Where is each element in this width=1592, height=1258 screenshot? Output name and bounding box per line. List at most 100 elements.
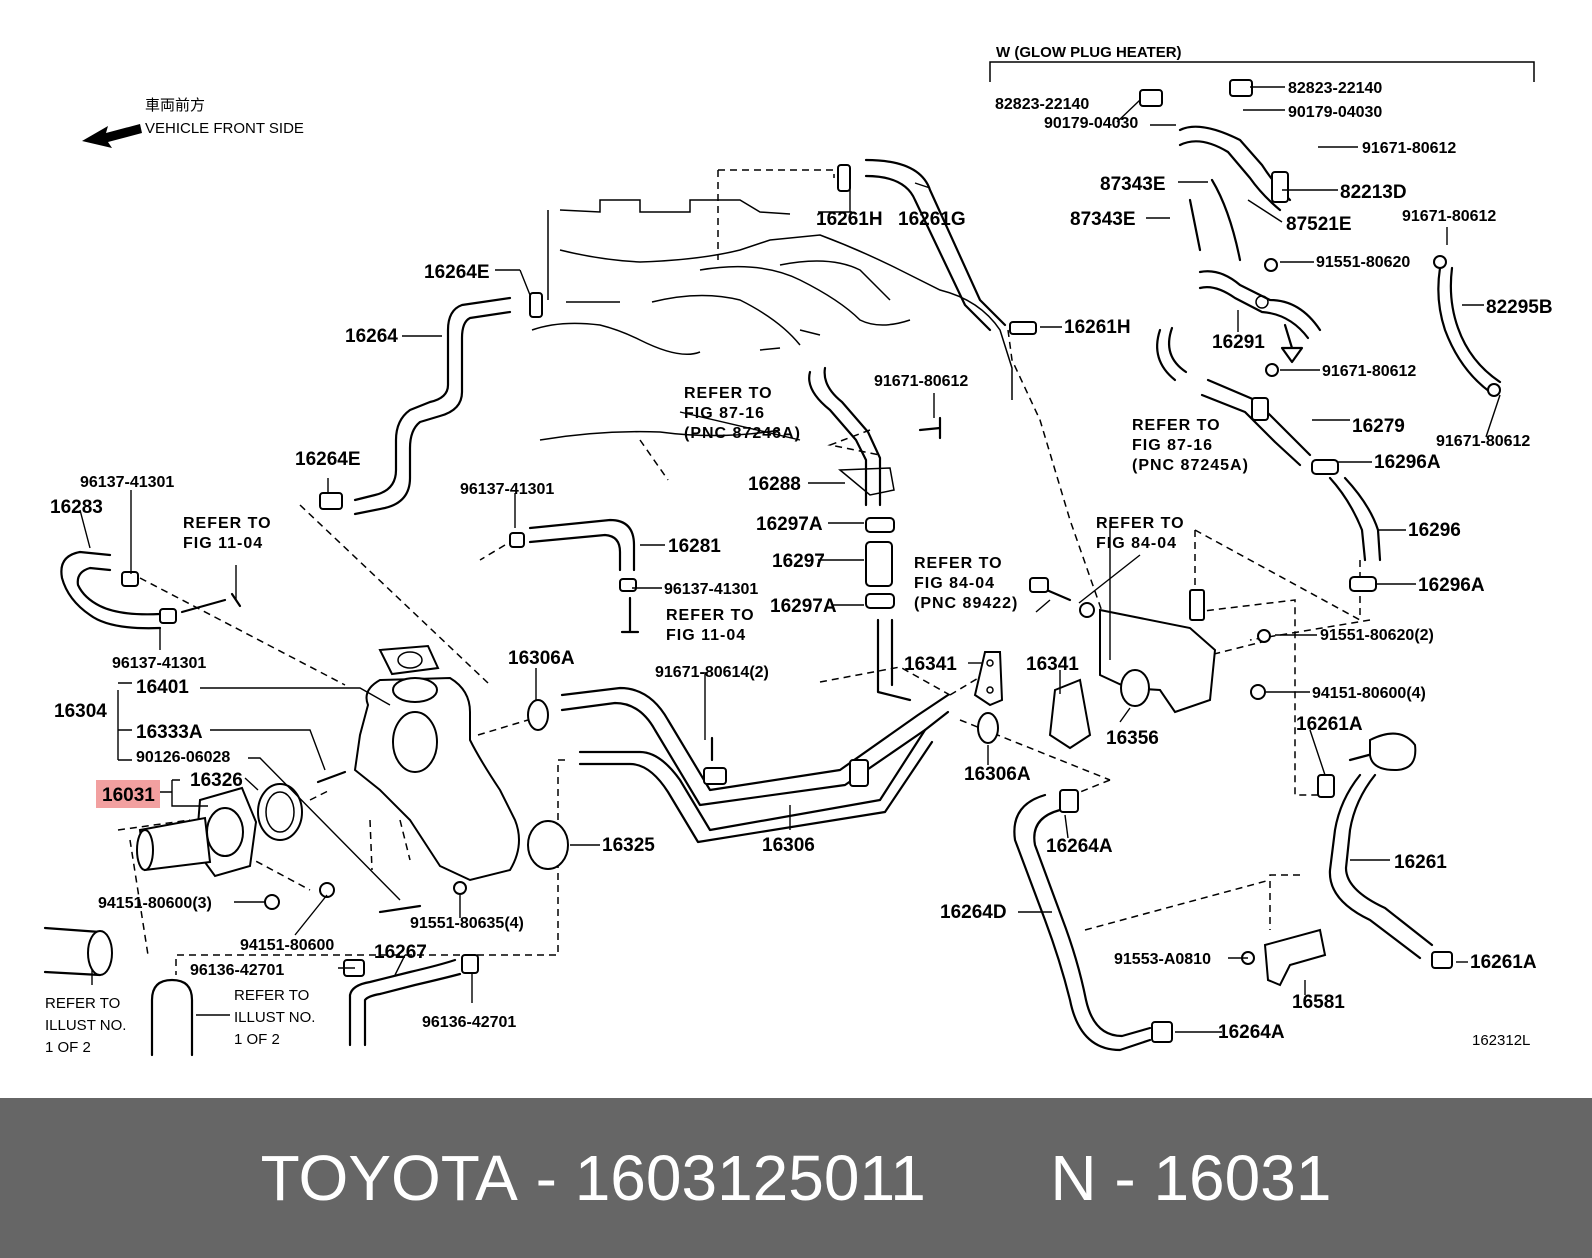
- label-16296A-bottom: 16296A: [1418, 575, 1485, 596]
- label-16326: 16326: [190, 770, 243, 791]
- label-96137-16281: 96137-41301: [664, 581, 758, 598]
- refer-note-87245A: REFER TO FIG 87-16 (PNC 87245A): [1132, 417, 1248, 474]
- svg-text:REFER TO: REFER TO: [666, 607, 755, 624]
- label-16297: 16297: [772, 551, 825, 572]
- svg-text:1 OF 2: 1 OF 2: [45, 1039, 91, 1056]
- refer-note-illust-left: REFER TO ILLUST NO. 1 OF 2: [45, 995, 126, 1056]
- direction-en: VEHICLE FRONT SIDE: [145, 120, 304, 137]
- clamp-16264E-lower: [319, 492, 343, 510]
- hose-16267: [343, 954, 479, 1047]
- label-16264E-lower: 16264E: [295, 449, 361, 470]
- svg-text:REFER TO: REFER TO: [684, 385, 773, 402]
- label-16306A-left: 16306A: [508, 648, 575, 669]
- refer-note-illust-center: REFER TO ILLUST NO. 1 OF 2: [234, 987, 315, 1048]
- svg-text:1 OF 2: 1 OF 2: [234, 1031, 280, 1048]
- hose-16261: [1328, 732, 1434, 960]
- label-94151-80600: 94151-80600: [240, 937, 334, 954]
- hose-16264D: [1013, 793, 1152, 1052]
- o-ring-16306A-left: [527, 699, 549, 731]
- svg-text:FIG 87-16: FIG 87-16: [684, 405, 765, 422]
- clamp-16296A-top: [1311, 459, 1339, 475]
- clamp-96137-16281: [619, 578, 637, 592]
- label-90179-right: 90179-04030: [1288, 104, 1382, 121]
- footer-ref-number: N - 16031: [1050, 1142, 1332, 1214]
- label-16261H-lower: 16261H: [1064, 317, 1131, 338]
- svg-text:FIG 84-04: FIG 84-04: [1096, 535, 1177, 552]
- label-91551-80635-4: 91551-80635(4): [410, 915, 524, 932]
- label-16261: 16261: [1394, 852, 1447, 873]
- svg-text:REFER TO: REFER TO: [1132, 417, 1221, 434]
- label-91671-82295B-top: 91671-80612: [1402, 208, 1496, 225]
- clamp-96137-upper: [509, 532, 525, 548]
- clamp-16261A-bottom: [1431, 951, 1453, 969]
- label-16325: 16325: [602, 835, 655, 856]
- label-96137-topleft: 96137-41301: [80, 474, 174, 491]
- group-header: W (GLOW PLUG HEATER): [996, 44, 1182, 61]
- label-16261G: 16261G: [898, 209, 966, 230]
- label-91671-82295B-bottom: 91671-80612: [1436, 433, 1530, 450]
- footer-banner: TOYOTA - 1603125011 N - 16031: [0, 1098, 1592, 1258]
- label-16264D: 16264D: [940, 902, 1007, 923]
- svg-text:(PNC 87246A): (PNC 87246A): [684, 425, 801, 442]
- footer-brand: TOYOTA: [260, 1142, 518, 1214]
- footer-separator: -: [517, 1142, 575, 1214]
- label-90126: 90126-06028: [136, 749, 230, 766]
- svg-text:REFER TO: REFER TO: [45, 995, 120, 1012]
- label-16341-right: 16341: [1026, 654, 1079, 675]
- hose-16281: [528, 518, 636, 572]
- label-16264E-top: 16264E: [424, 262, 490, 283]
- label-82213D: 82213D: [1340, 182, 1407, 203]
- label-16267: 16267: [374, 942, 427, 963]
- glow-plug-pipe-16291: [1198, 270, 1322, 364]
- label-16288: 16288: [748, 474, 801, 495]
- hose-16264: [353, 296, 512, 516]
- bolt-refer-fig-11-04: [620, 596, 640, 634]
- glow-plug-heater-group: W (GLOW PLUG HEATER): [989, 44, 1535, 82]
- label-96136-right: 96136-42701: [422, 1014, 516, 1031]
- gasket-16341-right: [1048, 678, 1092, 750]
- label-82295B: 82295B: [1486, 297, 1553, 318]
- refer-pipe-left: [43, 926, 113, 977]
- gasket-16326: [257, 783, 303, 841]
- svg-text:(PNC 89422): (PNC 89422): [914, 595, 1018, 612]
- clamp-16296A-bottom: [1349, 576, 1377, 592]
- svg-text:REFER TO: REFER TO: [183, 515, 272, 532]
- glow-plug-harness: [1139, 79, 1292, 262]
- hose-16288: [808, 366, 895, 507]
- clamp-16264E-top: [529, 292, 543, 318]
- connection-lines: [117, 169, 1371, 975]
- clamp-16297A-bottom: [865, 593, 895, 609]
- label-91671-80614: 91671-80614(2): [655, 664, 769, 681]
- label-94151-80600-4: 94151-80600(4): [1312, 685, 1426, 702]
- label-16031: 16031: [102, 785, 155, 806]
- hose-16261G: [864, 158, 1007, 332]
- water-outlet-16356: [1099, 589, 1217, 714]
- label-16291: 16291: [1212, 332, 1265, 353]
- clamp-16261H-top: [837, 164, 851, 192]
- parts-diagram: W (GLOW PLUG HEATER) 車両前方 VEHICLE FRONT …: [43, 44, 1553, 1057]
- label-91553: 91553-A0810: [1114, 951, 1211, 968]
- label-16401: 16401: [136, 677, 189, 698]
- refer-note-fig-11-04-left: REFER TO FIG 11-04: [183, 515, 272, 552]
- clamp-16264A-top: [1059, 789, 1079, 813]
- svg-text:FIG 84-04: FIG 84-04: [914, 575, 995, 592]
- bolt-left-refer: [180, 592, 242, 614]
- refer-note-fig-11-04-center: REFER TO FIG 11-04: [666, 607, 755, 644]
- label-91551-glow: 91551-80620: [1316, 254, 1410, 271]
- refer-note-fig-84-04: REFER TO FIG 84-04: [1096, 515, 1184, 552]
- clamps-96137-left: [121, 571, 177, 624]
- svg-text:FIG 11-04: FIG 11-04: [183, 535, 263, 552]
- label-16581: 16581: [1292, 992, 1345, 1013]
- footer-part-number: 1603125011: [574, 1142, 926, 1214]
- pipe-82295B: [1433, 255, 1502, 397]
- label-96137-bottomleft: 96137-41301: [112, 655, 206, 672]
- label-87343E-top: 87343E: [1100, 174, 1166, 195]
- leader-lines: [79, 86, 1501, 1033]
- vehicle-front-indicator: 車両前方 VEHICLE FRONT SIDE: [82, 97, 304, 148]
- svg-text:REFER TO: REFER TO: [914, 555, 1003, 572]
- label-16261H-top: 16261H: [816, 209, 883, 230]
- hose-16296: [1328, 476, 1382, 562]
- thermostat-16031: [136, 786, 258, 878]
- label-16333A: 16333A: [136, 722, 203, 743]
- hose-left-refer-87245A: [1156, 326, 1188, 382]
